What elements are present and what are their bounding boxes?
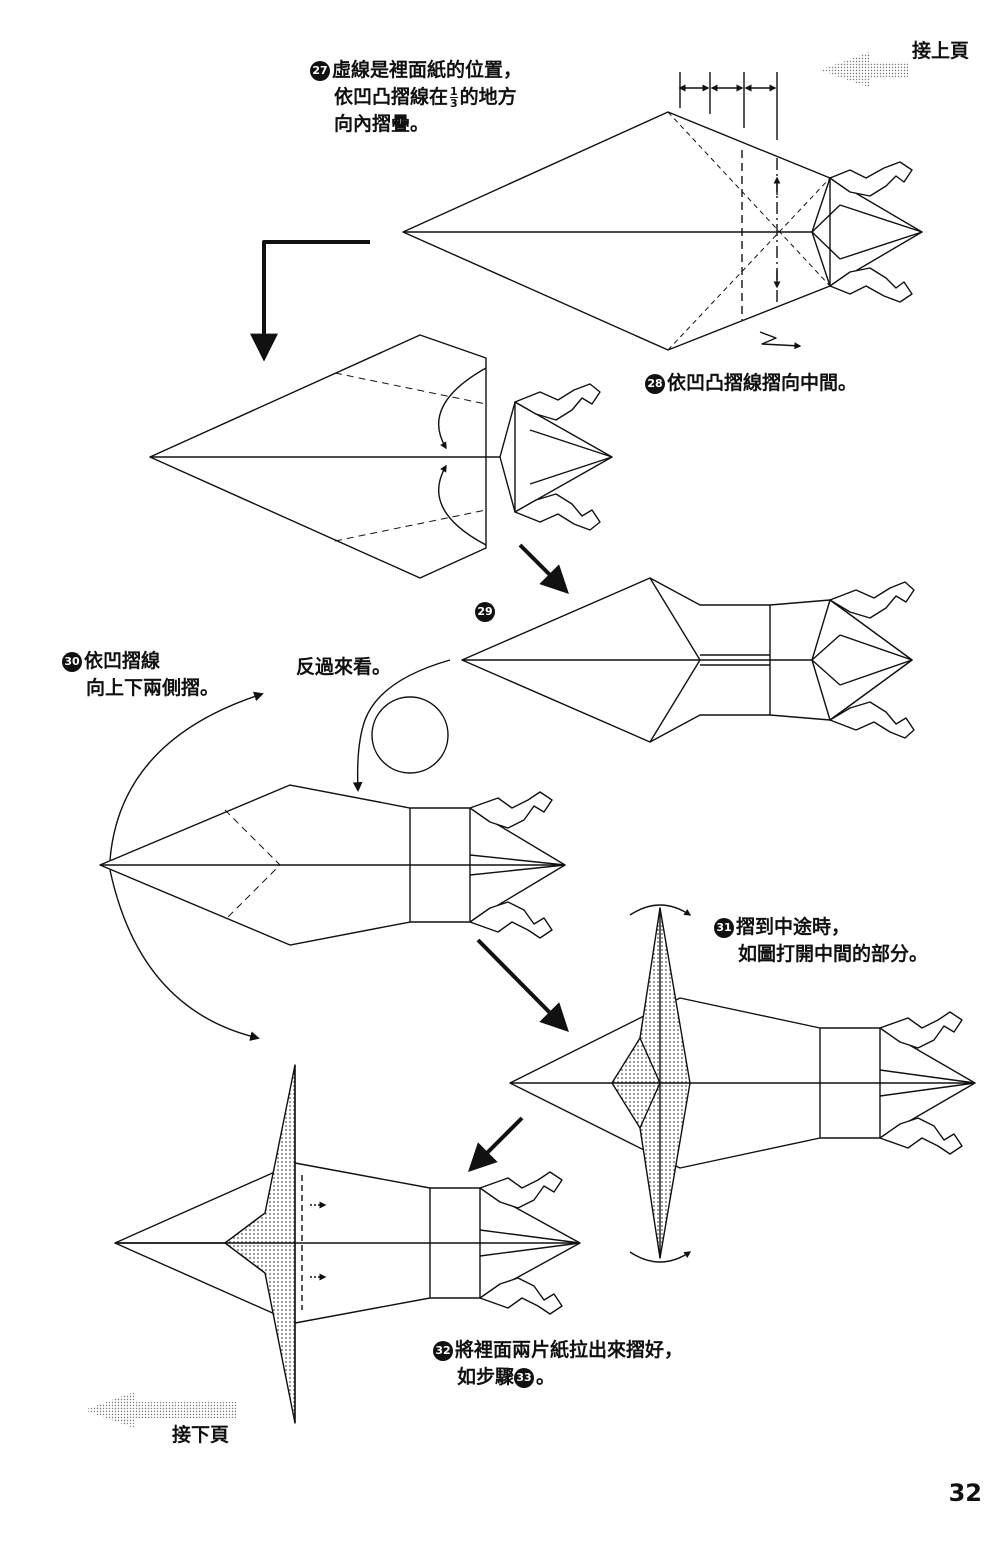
step27-line4: 向內摺疊。: [334, 113, 430, 135]
continued-from-label[interactable]: 接上頁: [912, 40, 970, 62]
step-flow-arrow-27-28: [250, 240, 370, 362]
step31-number: 31: [714, 918, 734, 938]
step28-number: 28: [645, 374, 665, 394]
step32-line1: 將裡面兩片紙拉出來摺好，: [455, 1339, 684, 1361]
step-flow-arrow-31-32: [468, 1116, 524, 1172]
step33-ref-number: 33: [514, 1368, 535, 1388]
step32-figure: [114, 1064, 581, 1424]
step27-line1: 虛線是裡面紙的位置，: [332, 59, 523, 81]
step27-line2: 依凹凸摺線在: [334, 86, 449, 108]
continued-to-label[interactable]: 接下頁: [172, 1424, 230, 1446]
step30-number: 30: [62, 652, 82, 672]
continued-from-arrow[interactable]: [820, 52, 908, 88]
step31-line1: 摺到中途時，: [736, 916, 851, 938]
step-flow-arrow-28-29: [518, 543, 569, 594]
step28-figure: [149, 334, 613, 579]
step32-number: 32: [433, 1341, 453, 1361]
step30-figure: [99, 691, 566, 1041]
step-flow-arrow-30-31: [476, 938, 569, 1032]
step27-line3: 的地方: [459, 86, 517, 108]
step32-line2: 如步驟: [457, 1366, 515, 1388]
step30-line2: 向上下兩側摺。: [86, 677, 220, 699]
step29-figure: [461, 577, 915, 743]
step27-number: 27: [310, 61, 330, 81]
page-number: 32: [948, 1479, 982, 1507]
step27-figure: [402, 72, 923, 351]
step32-line3: 。: [536, 1366, 556, 1388]
step30-line1: 依凹摺線: [84, 650, 161, 672]
step28-line1: 依凹凸摺線摺向中間。: [667, 372, 858, 394]
step29-text: 29: [475, 598, 497, 625]
step31-figure: [509, 904, 976, 1263]
turn-over-label: 反過來看。: [296, 656, 392, 678]
turn-over-arrow: [352, 659, 451, 792]
step29-number: 29: [475, 602, 495, 622]
continued-to-arrow[interactable]: [84, 1392, 236, 1428]
step31-line2: 如圖打開中間的部分。: [738, 943, 929, 965]
